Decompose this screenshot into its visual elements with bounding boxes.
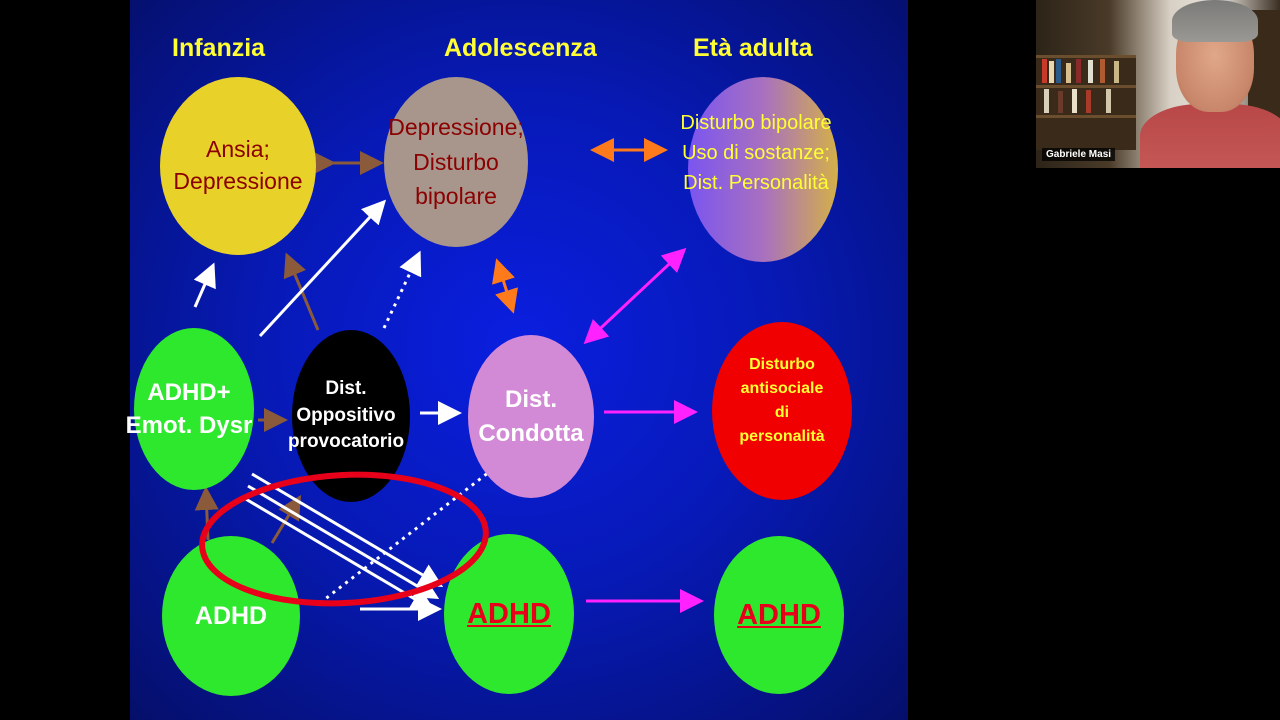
node-adhd-child: ADHD xyxy=(162,536,300,696)
node-adhd-adolescent: ADHD xyxy=(444,534,574,694)
node-ansia-depressione: Ansia; Depressione xyxy=(160,77,316,255)
participant-name-label: Gabriele Masi xyxy=(1042,148,1116,161)
arrow-adhd-emot-to-ansia xyxy=(193,262,216,308)
node-antisociale: Disturbo antisociale di personalità xyxy=(712,322,852,500)
webcam-tile[interactable]: Gabriele Masi xyxy=(1036,0,1280,168)
arrow-adhd-emot-to-depressione xyxy=(258,199,387,338)
node-adulto: Disturbo bipolare Uso di sostanze; Dist.… xyxy=(680,77,838,262)
header-adolescenza: Adolescenza xyxy=(444,34,597,62)
arrow-oppositivo-to-depressione-dotted xyxy=(382,250,422,329)
arrow-oppositivo-to-depressione xyxy=(283,252,320,331)
header-eta-adulta: Età adulta xyxy=(693,34,813,62)
node-oppositivo-provocatorio: Dist. Oppositivo provocatorio xyxy=(288,330,410,502)
arrow-adhd-to-adhd-emot xyxy=(194,486,219,541)
node-adhd-adult: ADHD xyxy=(714,536,844,694)
presentation-slide: Infanzia Adolescenza Età adulta Ansia; D… xyxy=(126,0,908,720)
node-condotta: Dist. Condotta xyxy=(468,335,594,498)
arrow-depressione-to-condotta xyxy=(492,258,518,314)
bookshelf xyxy=(1036,55,1136,150)
participant-body xyxy=(1140,104,1280,168)
participant-hair xyxy=(1172,0,1258,42)
header-infanzia: Infanzia xyxy=(172,34,266,62)
arrow-condotta-to-adulto xyxy=(583,247,687,345)
node-adhd-emot-dysr: ADHD+ Emot. Dysr xyxy=(126,328,254,490)
node-depressione-bipolare: Depressione; Disturbo bipolare xyxy=(384,77,528,247)
